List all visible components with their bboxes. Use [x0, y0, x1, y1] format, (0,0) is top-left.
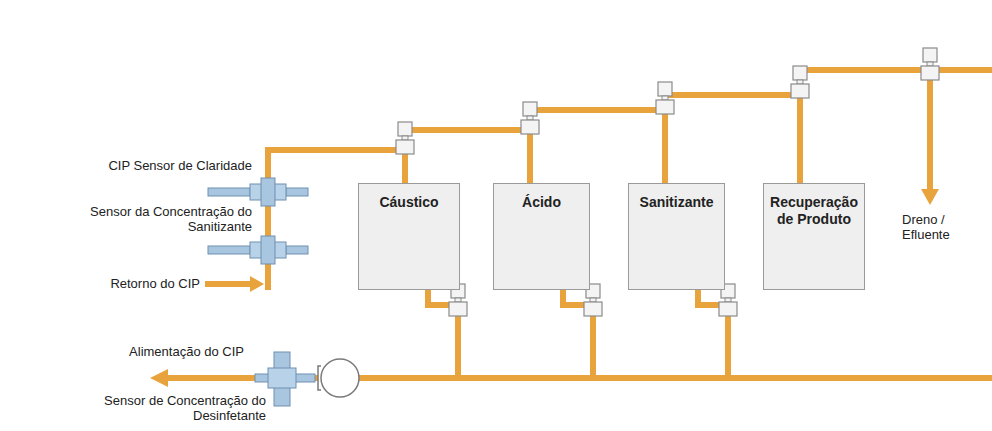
- pipe-connector: [665, 95, 800, 183]
- tank-label: Recuperação de Produto: [764, 184, 864, 228]
- callout-label: Alimentação do CIP: [44, 344, 244, 359]
- tank-label: Ácido: [494, 184, 589, 211]
- pipes: [166, 70, 992, 378]
- pipe-connector: [405, 130, 530, 183]
- tank-box: Ácido: [493, 183, 590, 290]
- drain-arrowhead: [921, 189, 939, 205]
- callout-label: Dreno / Efluente: [902, 212, 984, 242]
- callout-label: CIP Sensor de Claridade: [12, 158, 252, 173]
- callout-label: Retorno do CIP: [10, 276, 200, 291]
- callout-label: Sensor de Concentração do Desinfetante: [96, 393, 266, 423]
- valve: [921, 48, 939, 80]
- return-arrowhead: [250, 276, 264, 292]
- valve: [791, 66, 809, 98]
- sensor-fitting: [208, 178, 308, 206]
- sensor-fitting: [208, 236, 308, 264]
- pipe-connector: [530, 110, 665, 183]
- tank-label: Sanitizante: [629, 184, 724, 211]
- callout-label: Sensor da Concentração do Sanitizante: [87, 204, 252, 234]
- valve: [521, 102, 539, 134]
- pump: [318, 359, 359, 397]
- valve: [656, 82, 674, 114]
- tank-box: Recuperação de Produto: [763, 183, 865, 290]
- supply-arrowhead: [150, 369, 168, 387]
- tank-label: Cáustico: [359, 184, 459, 211]
- tank-box: Cáustico: [358, 183, 460, 290]
- valve: [396, 122, 414, 154]
- tank-box: Sanitizante: [628, 183, 725, 290]
